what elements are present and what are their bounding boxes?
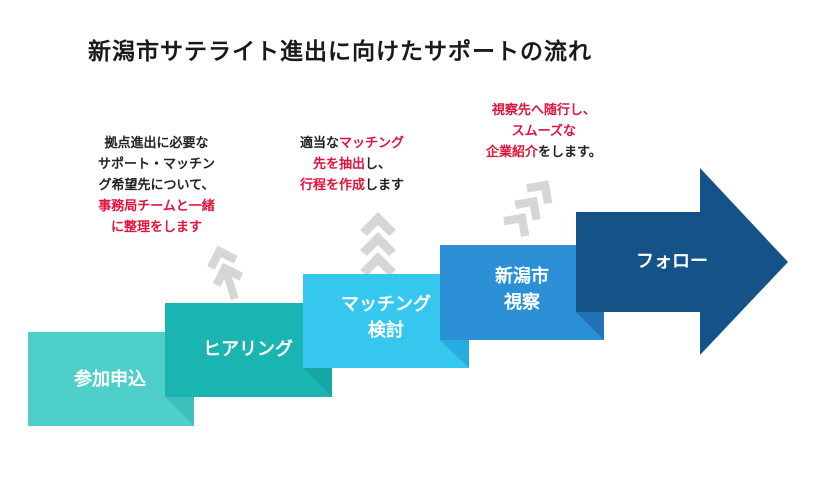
note-visit: 視察先へ随行し、スムーズな企業紹介をします。 [486,100,602,163]
note-matching: 適当なマッチング先を抽出し、行程を作成します [300,133,404,196]
step-label-visit: 新潟市 視察 [495,264,549,316]
fold-shadow [576,312,604,340]
step-label-line: 検討 [368,320,404,341]
note-line: 拠点進出に必要な [98,133,215,154]
note-text: 適当な [300,136,340,151]
chevron-up-icon [360,212,396,276]
note-line: 適当なマッチング [300,133,404,154]
note-highlight: スムーズな [511,124,577,139]
fold-shadow [303,368,332,397]
note-line: 事務局チームと一緒 [98,196,215,217]
note-highlight: 視察先へ随行し、 [491,103,596,118]
note-highlight: 企業紹介 [486,145,539,160]
note-highlight: 先を抽出 [313,157,366,172]
note-line: 企業紹介をします。 [486,142,602,163]
note-text: をします。 [538,145,602,160]
note-line: グ希望先について、 [98,175,215,196]
note-line: に整理をします [98,217,215,238]
note-line: 行程を作成します [300,175,404,196]
note-text: サポート・マッチン [98,157,216,172]
fold-shadow [440,340,469,368]
chevron-up-icon [207,245,244,301]
note-line: スムーズな [486,121,602,142]
step-arrow-follow [576,168,788,355]
note-line: サポート・マッチン [98,154,215,175]
step-label-line: 新潟市 [495,266,549,287]
note-highlight: に整理をします [111,220,203,235]
note-highlight: マッチング [339,136,405,151]
note-text: し、 [365,157,392,172]
note-hearing: 拠点進出に必要なサポート・マッチング希望先について、事務局チームと一緒に整理をし… [98,133,215,238]
note-line: 先を抽出し、 [300,154,404,175]
note-text: グ希望先について、 [98,178,215,193]
step-label-follow: フォロー [636,251,708,272]
note-highlight: 行程を作成 [300,178,366,193]
step-label-matching: マッチング 検討 [341,292,431,344]
note-text: します [365,178,405,193]
note-line: 視察先へ随行し、 [486,100,602,121]
step-label-line: マッチング [341,294,431,315]
note-text: 拠点進出に必要な [104,136,209,151]
chevron-up-icon [503,180,553,237]
note-highlight: 事務局チームと一緒 [98,199,215,214]
step-label-apply: 参加申込 [74,369,146,390]
step-label-hearing: ヒアリング [203,339,293,360]
fold-shadow [165,397,194,426]
step-label-line: 視察 [504,292,540,313]
page-title: 新潟市サテライト進出に向けたサポートの流れ [88,39,592,65]
